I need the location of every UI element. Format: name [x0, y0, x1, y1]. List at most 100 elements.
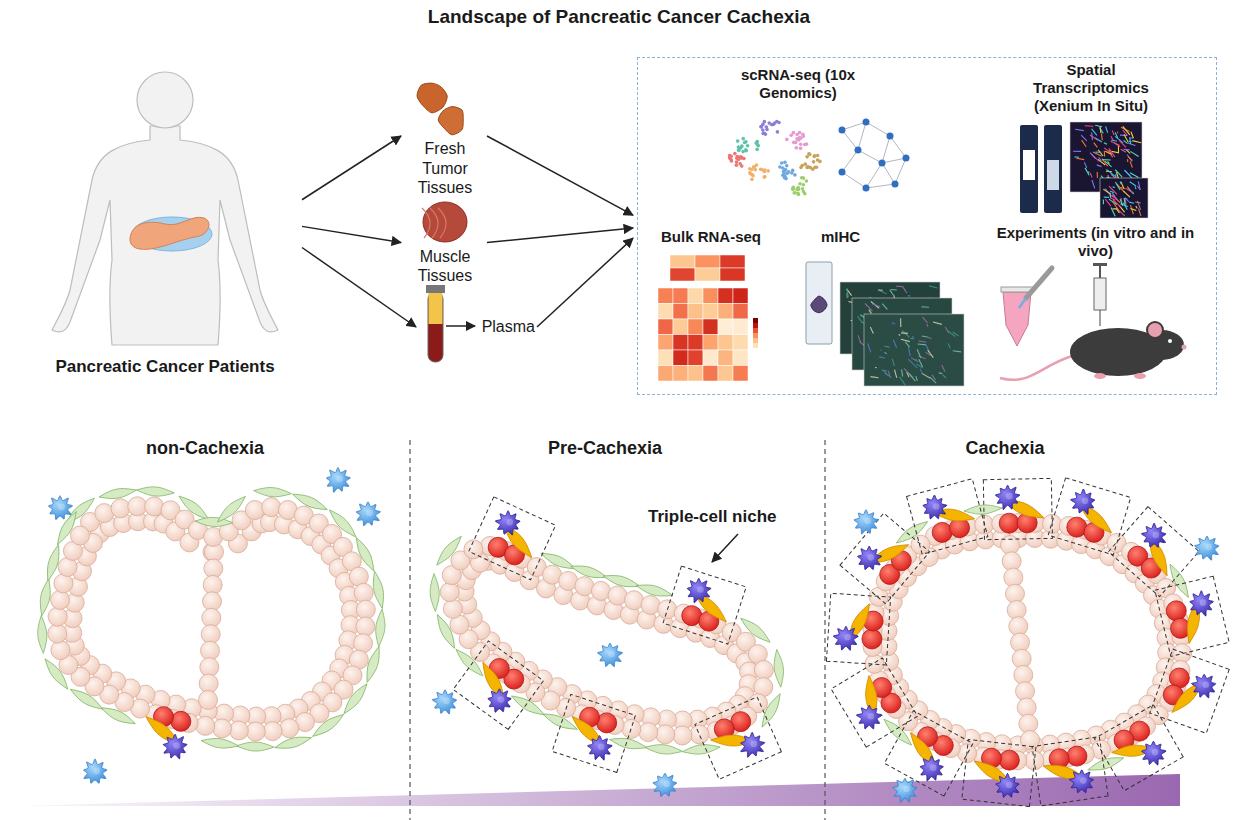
cell-dot — [755, 148, 759, 152]
heatmap-cell — [658, 288, 673, 304]
heatmap-cell — [688, 319, 703, 335]
flow-arrow — [302, 136, 401, 200]
heatmap-cell — [670, 255, 695, 268]
heatmap-cell — [718, 350, 733, 366]
duct-guide — [57, 506, 366, 731]
immune-cell-nucleus — [58, 504, 65, 511]
macrophage — [858, 546, 882, 570]
cell-dot — [750, 178, 754, 182]
heatmap-cell — [673, 304, 688, 320]
tissue-stroke — [929, 286, 937, 288]
immune-cell-nucleus — [366, 510, 373, 517]
heatmap-cell — [703, 319, 718, 335]
cell-dot — [729, 158, 733, 162]
heatmap-cell — [688, 288, 703, 304]
fibroblast — [195, 516, 233, 527]
cell-dot — [794, 141, 798, 145]
duct-cell — [245, 501, 264, 520]
tissue-stroke — [927, 337, 932, 339]
tissue-stroke — [878, 289, 882, 290]
cell-dot — [781, 166, 785, 170]
sample-item: Muscle Tissues — [405, 200, 485, 285]
tissue-stroke — [922, 336, 927, 337]
heatmap-cell — [718, 319, 733, 335]
heatmap-cell — [658, 366, 673, 382]
tumor-cell — [862, 629, 882, 649]
cell-dot — [749, 172, 753, 176]
tissue-stroke — [933, 322, 942, 324]
cell-dot — [762, 132, 766, 136]
tissue-stroke — [1112, 193, 1115, 196]
cell-dot — [781, 173, 785, 177]
network-node — [879, 160, 886, 167]
immune-cell — [1195, 536, 1219, 560]
cell-dot — [746, 144, 750, 148]
network-node — [892, 181, 899, 188]
caf-cell — [844, 601, 875, 645]
macrophage — [495, 511, 520, 535]
tissue-stroke — [869, 310, 872, 314]
tissue-stroke — [1105, 161, 1111, 167]
tumor-cell — [1166, 601, 1186, 621]
cell-dot — [742, 157, 746, 161]
tissue-stroke — [1113, 200, 1122, 208]
immune-cell-nucleus — [903, 786, 910, 793]
network-link — [866, 122, 890, 136]
mouse-foot — [1094, 373, 1106, 379]
cell-dot — [787, 170, 791, 174]
cell-dot — [803, 162, 807, 166]
tissue-stroke — [899, 334, 900, 336]
fibroblast — [236, 741, 274, 751]
tissue-stroke — [1128, 143, 1135, 145]
heatmap-cell — [733, 350, 748, 366]
cell-dot — [733, 152, 737, 156]
tumor-tissue — [438, 107, 463, 135]
macrophage-nucleus — [1006, 782, 1013, 789]
tissue-stroke — [928, 350, 934, 358]
cell-dot — [792, 191, 796, 195]
network-link — [842, 172, 866, 188]
fibroblast — [758, 692, 784, 730]
tissue-stroke — [1103, 189, 1110, 194]
cell-dot — [798, 182, 802, 186]
heatmap-cell — [658, 350, 673, 366]
stage-heading: Cachexia — [905, 438, 1105, 466]
tissue-stroke — [910, 338, 913, 340]
flow-arrow — [487, 228, 633, 243]
tissue-image — [1100, 178, 1148, 218]
tissue-stroke — [942, 365, 945, 372]
cell-dot — [812, 160, 816, 164]
macrophage — [1142, 741, 1166, 765]
node-label: Experiments (in vitro and in vivo) — [993, 224, 1198, 260]
node-label: scRNA-seq (10x Genomics) — [733, 66, 863, 102]
tissue-stroke — [1135, 202, 1141, 203]
heatmap-cell — [703, 304, 718, 320]
tissue-stroke — [1124, 170, 1132, 178]
caf-cell — [142, 713, 183, 750]
heatmap-cell — [658, 319, 673, 335]
cell-dot — [766, 169, 770, 173]
xenium-slide — [1044, 125, 1062, 213]
cell-dot — [799, 166, 803, 170]
macrophage-nucleus — [1080, 777, 1087, 784]
xenium-slide — [1020, 125, 1038, 213]
heatmap-cell — [703, 350, 718, 366]
tissue-stroke — [1100, 128, 1104, 134]
patient-figure — [52, 72, 278, 345]
heatmap-scale — [753, 323, 758, 328]
heatmap-cell — [718, 335, 733, 351]
duct-cell — [70, 526, 89, 545]
macrophage-nucleus — [930, 764, 937, 771]
fibroblast — [539, 549, 577, 573]
duct-cell — [608, 586, 627, 605]
patient-group: Pancreatic Cancer Patients — [30, 65, 300, 377]
tissue-stroke — [1127, 186, 1129, 189]
head — [137, 72, 193, 128]
fibroblast — [37, 615, 48, 653]
immune-cell — [597, 643, 622, 666]
cell-dot — [783, 160, 787, 164]
tissue-stroke — [875, 367, 877, 368]
tissue-stroke — [920, 369, 922, 374]
fibroblast — [43, 543, 62, 582]
muscle-fiber — [438, 208, 446, 238]
